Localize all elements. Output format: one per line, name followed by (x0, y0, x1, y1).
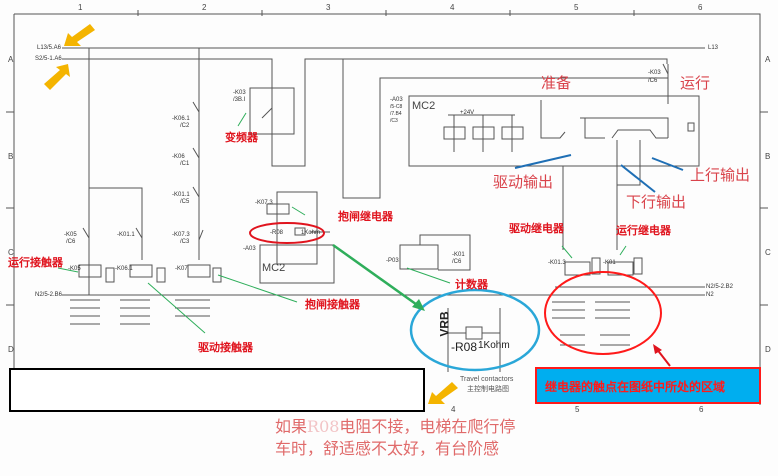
row-label: C (8, 248, 14, 257)
vrb-label: VRB (437, 311, 452, 337)
blank-box (9, 368, 425, 412)
wire-label-l13: L13/5.A6 (37, 45, 62, 51)
component-label: -K05 (64, 232, 77, 238)
wire-label-n2-end: N2 (706, 292, 714, 298)
row-label: A (8, 55, 14, 64)
component-label: /C6 (452, 259, 462, 265)
voltage-label: +24V (460, 110, 475, 116)
wire-label-n2: N2/5-2.B6 (35, 292, 63, 298)
column-label: 2 (202, 3, 207, 12)
component-label: -K01 (452, 252, 465, 258)
relay-contacts-ellipse (544, 271, 662, 355)
component-label: -K06 (172, 154, 185, 160)
column-label: 6 (698, 3, 703, 12)
component-label: -K01 (603, 260, 616, 266)
vrb-highlight-ellipse (409, 288, 541, 372)
annotation-brake-contactor: 抱闸接触器 (305, 299, 360, 311)
component-ref-label: /5-C8 /7.B4 /C3 (390, 104, 403, 124)
annotation-run-relay: 运行继电器 (616, 225, 671, 237)
wire-label-l13-end: L13 (708, 45, 719, 51)
component-label: -K05 (68, 266, 81, 272)
title-block-en: Travel contactors (460, 376, 514, 383)
component-label: -K03 (233, 90, 246, 96)
annotation-inverter: 变频器 (225, 132, 258, 144)
component-label: /C6 (648, 78, 658, 84)
component-label: -P03 (386, 258, 399, 264)
component-label: -R08 (270, 230, 284, 236)
row-label: B (765, 152, 771, 161)
wire-label-n2-right: N2/5-2.B2 (706, 284, 734, 290)
component-label: /C3 (180, 239, 190, 245)
relay-area-note: 继电器的触点在图纸中所处的区域 (545, 380, 726, 394)
component-label: -A03 (390, 97, 403, 103)
relay-area-note-box: 继电器的触点在图纸中所处的区域 (535, 367, 761, 404)
yellow-arrow-icons (44, 24, 458, 404)
component-label: -K01.3 (548, 260, 566, 266)
annotation-down-output: 下行输出 (626, 193, 687, 211)
annotation-up-output: 上行输出 (690, 166, 751, 184)
column-label: 3 (326, 3, 331, 12)
wire-label-s2: S2/5-1.A6 (35, 56, 62, 62)
ohm-label: 1Kohm (478, 340, 510, 351)
component-label: -K07.3 (255, 200, 273, 206)
annotation-brake-relay: 抱闸继电器 (338, 211, 393, 223)
annotation-run-contactor: 运行接触器 (8, 257, 63, 269)
component-label: /C2 (180, 123, 190, 129)
row-label: C (765, 248, 771, 257)
component-label: -K07 (175, 266, 188, 272)
annotation-ready: 准备 (541, 74, 572, 92)
title-block-zh: 主控制电路图 (467, 386, 509, 393)
component-label: -A03 (243, 246, 256, 252)
bottom-column-label: 4 (451, 405, 456, 414)
row-label: B (8, 152, 14, 161)
component-label: -K07.3 (172, 232, 190, 238)
column-label: 4 (450, 3, 455, 12)
r08-label: -R08 (451, 340, 478, 354)
component-label: -K06.1 (115, 266, 133, 272)
annotation-drive-output: 驱动输出 (493, 173, 554, 191)
mc2-label-small: MC2 (262, 262, 286, 274)
note-text: 如果 (275, 417, 308, 436)
bottom-column-label: 5 (575, 405, 580, 414)
note-text: 电阻不接，电梯在爬行停 (339, 417, 516, 436)
component-label: 1Kohm (301, 230, 321, 236)
component-label: /C6 (66, 239, 76, 245)
note-line-2: 车时，舒适感不太好，有台阶感 (275, 439, 500, 458)
component-label: /3B.I (233, 97, 246, 103)
bottom-column-label: 6 (699, 405, 704, 414)
column-label: 5 (574, 3, 579, 12)
note-line-1: 如果R08电阻不接，电梯在爬行停 (275, 413, 515, 437)
annotation-drive-relay: 驱动继电器 (509, 223, 564, 235)
row-label: D (765, 345, 771, 354)
component-label: -K06.1 (172, 116, 190, 122)
annotation-counter: 计数器 (455, 279, 488, 291)
annotation-drive-contactor: 驱动接触器 (198, 342, 253, 354)
annotation-run: 运行 (680, 74, 711, 92)
component-label: -K03 (648, 70, 661, 76)
row-label: A (765, 55, 771, 64)
mc2-label: MC2 (412, 100, 436, 112)
row-label: D (8, 345, 14, 354)
component-label: /C1 (180, 161, 190, 167)
r08-highlight-ellipse (249, 222, 325, 244)
note-r08: R08 (307, 417, 340, 436)
green-arrow-to-vrb (332, 243, 421, 309)
component-label: /C5 (180, 199, 190, 205)
column-label: 1 (78, 3, 83, 12)
component-label: -K01.1 (172, 192, 190, 198)
component-label: -K01.1 (117, 232, 135, 238)
